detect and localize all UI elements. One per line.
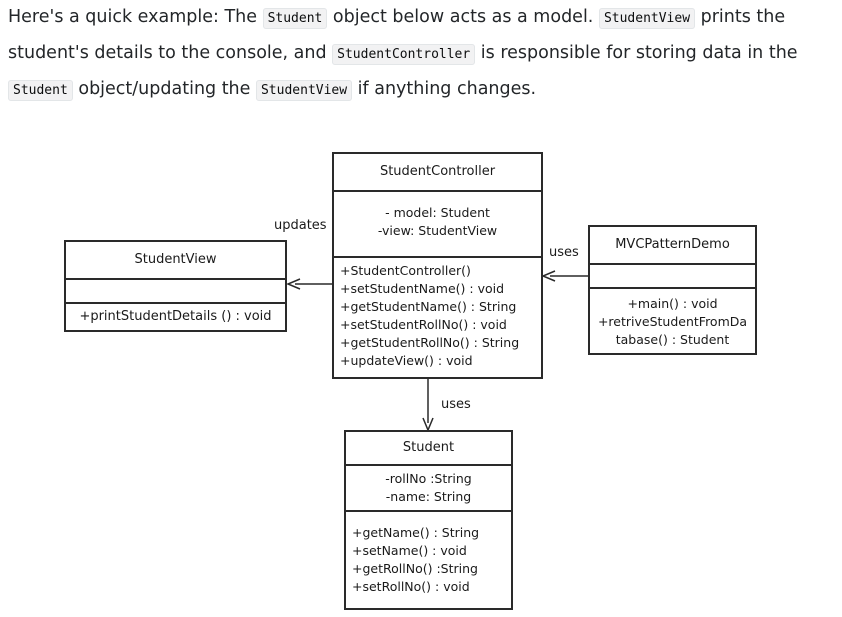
- intro-text-1: Here's a quick example: The: [8, 7, 263, 27]
- class-methods: +StudentController() +setStudentName() :…: [334, 256, 541, 370]
- code-student-2: Student: [8, 80, 73, 101]
- updates-label: updates: [274, 218, 327, 233]
- code-studentcontroller: StudentController: [332, 44, 476, 65]
- method: +updateView() : void: [340, 353, 473, 368]
- uses-demo-arrowhead: [541, 270, 556, 282]
- studentcontroller-class: StudentController - model: Student -view…: [332, 152, 543, 379]
- studentview-class: StudentView +printStudentDetails () : vo…: [64, 240, 287, 332]
- class-name: StudentView: [134, 252, 217, 267]
- student-class: Student -rollNo :String -name: String +g…: [344, 430, 513, 610]
- code-studentview-2: StudentView: [255, 80, 353, 101]
- method: +setStudentName() : void: [340, 281, 505, 296]
- method: +setName() : void: [352, 543, 467, 558]
- method: +StudentController(): [340, 263, 471, 278]
- class-methods: +main() : void +retriveStudentFromDa tab…: [590, 287, 755, 349]
- class-name: Student: [402, 440, 455, 455]
- method: +getStudentRollNo() : String: [340, 335, 520, 350]
- class-attributes: [66, 278, 285, 302]
- code-studentview: StudentView: [598, 8, 696, 29]
- method: +retriveStudentFromDa: [597, 314, 748, 329]
- uses-student-label: uses: [441, 397, 471, 412]
- class-attributes: -rollNo :String -name: String: [346, 464, 511, 510]
- method: +setRollNo() : void: [352, 579, 470, 594]
- intro-text-4: is responsible for storing data in the: [475, 43, 798, 63]
- method: +setStudentRollNo() : void: [340, 317, 507, 332]
- class-methods: +getName() : String +setName() : void +g…: [346, 510, 511, 596]
- method: +main() : void: [627, 296, 718, 311]
- updates-arrowhead: [286, 278, 301, 290]
- class-name: MVCPatternDemo: [615, 237, 730, 252]
- class-attributes: [590, 263, 755, 287]
- class-attributes: - model: Student -view: StudentView: [334, 190, 541, 256]
- code-student: Student: [262, 8, 328, 29]
- class-name: StudentController: [379, 164, 496, 179]
- attribute: - model: Student: [385, 205, 490, 220]
- uses-demo-label: uses: [549, 245, 579, 260]
- method: +getStudentName() : String: [340, 299, 517, 314]
- attribute: -view: StudentView: [377, 223, 498, 238]
- method: tabase() : Student: [615, 332, 730, 347]
- attribute: -rollNo :String: [385, 471, 472, 486]
- intro-text-6: if anything changes.: [352, 79, 537, 99]
- attribute: -name: String: [385, 489, 472, 504]
- method: +printStudentDetails () : void: [79, 309, 272, 324]
- intro-text-5: object/updating the: [72, 79, 256, 99]
- method: +getName() : String: [352, 525, 480, 540]
- mvcpatterndemo-class: MVCPatternDemo +main() : void +retriveSt…: [588, 225, 757, 355]
- intro-paragraph: Here's a quick example: The Student obje…: [8, 0, 834, 108]
- intro-text-3: prints the student's details to the cons…: [8, 7, 786, 63]
- class-methods: +printStudentDetails () : void: [66, 302, 285, 330]
- intro-text-2: object below acts as a model.: [327, 7, 599, 27]
- method: +getRollNo() :String: [352, 561, 478, 576]
